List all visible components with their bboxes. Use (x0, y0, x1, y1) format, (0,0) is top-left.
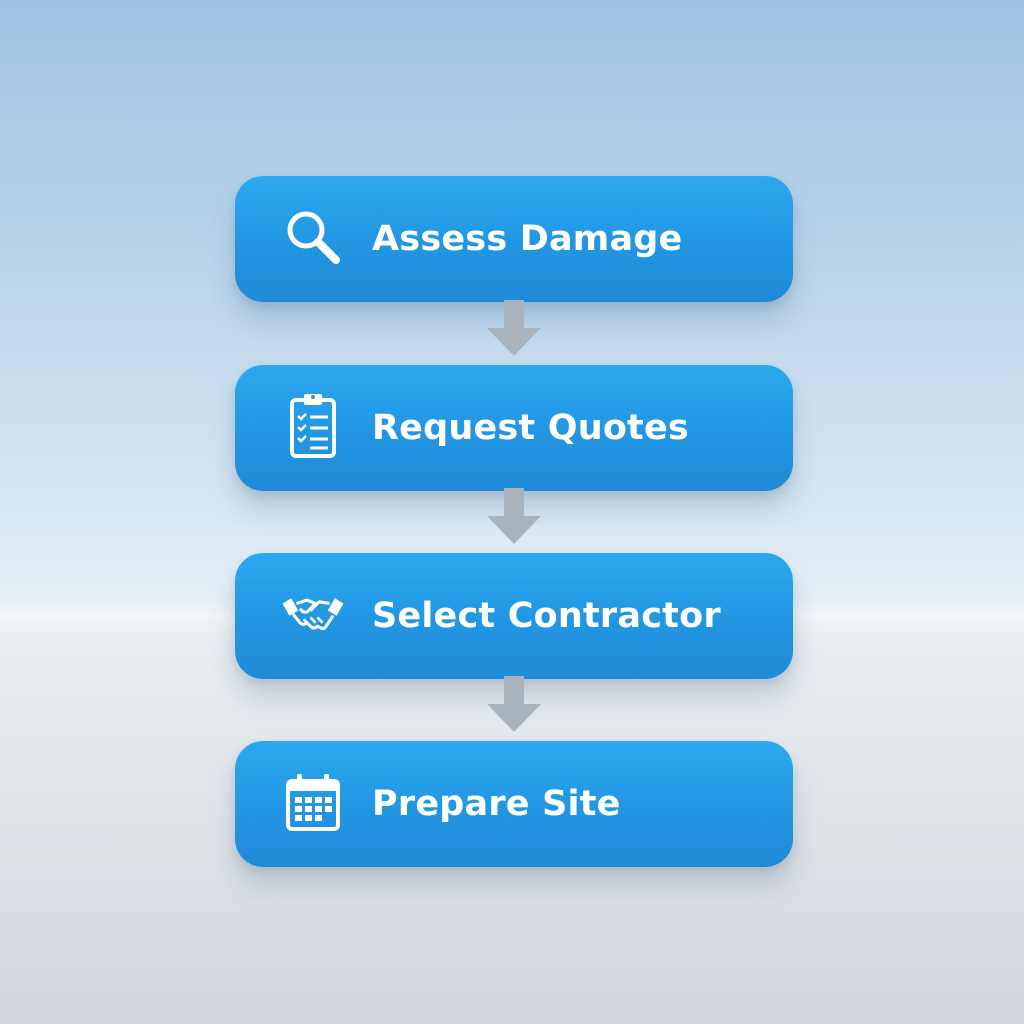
calendar-icon (279, 768, 347, 836)
flow-arrow (487, 300, 541, 356)
step-prepare-site[interactable]: Prepare Site (235, 741, 793, 867)
step-label: Request Quotes (372, 408, 689, 448)
step-select-contractor[interactable]: Select Contractor (235, 553, 793, 679)
clipboard-checklist-icon (279, 392, 347, 460)
magnifier-icon (279, 203, 347, 271)
step-label: Prepare Site (372, 784, 621, 824)
flow-arrow (487, 676, 541, 732)
step-label: Assess Damage (372, 219, 683, 259)
step-request-quotes[interactable]: Request Quotes (235, 365, 793, 491)
flow-arrow (487, 488, 541, 544)
step-assess-damage[interactable]: Assess Damage (235, 176, 793, 302)
handshake-icon (279, 580, 347, 648)
step-label: Select Contractor (372, 596, 721, 636)
